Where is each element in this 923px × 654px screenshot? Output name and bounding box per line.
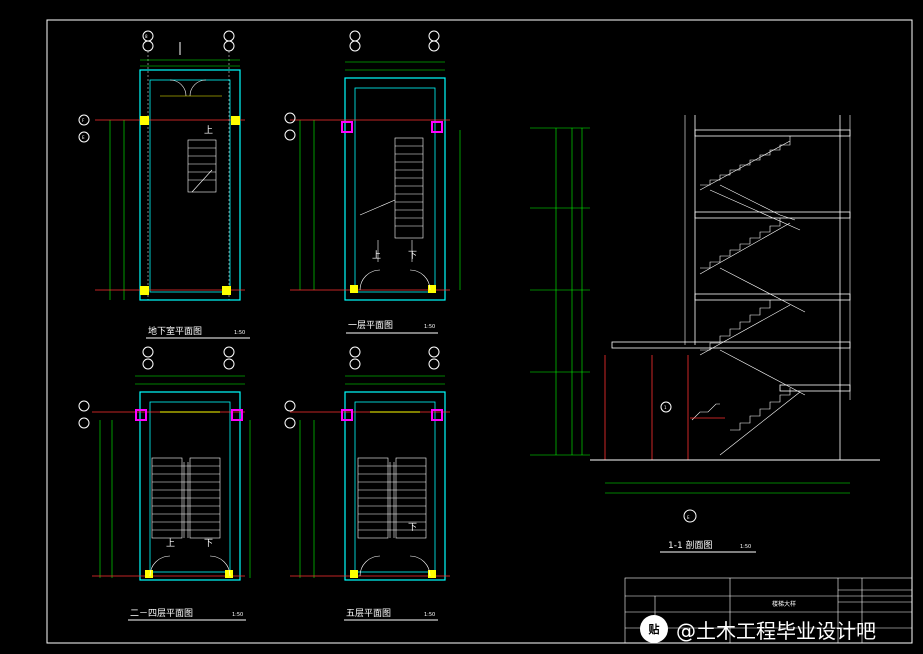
first-plan-title: 一层平面图 [348, 320, 393, 331]
basement-plan-scale: 1:50 [234, 330, 245, 336]
watermark-text: @土木工程毕业设计吧 [676, 618, 876, 643]
first-up-label: 上 [372, 250, 381, 261]
axis-bubble-10 [223, 30, 235, 42]
first-floor-plan: 上 下 一层平面图 1:50 [284, 30, 461, 334]
tieba-logo-icon: 贴 [640, 615, 668, 643]
section-title: 1-1 剖面图 [668, 539, 713, 551]
first-down-label: 下 [408, 251, 417, 261]
section-axis-e: E [687, 515, 690, 520]
second-fourth-plan-scale: 1:50 [232, 612, 243, 618]
section-scale: 1:50 [740, 544, 751, 550]
section-1-1: E 1-1 剖面图 1:50 1 [530, 115, 880, 553]
axis-bubble-9 [142, 40, 154, 52]
second-fourth-plan: 上 下 二－四层平面图 1:50 [78, 346, 251, 621]
axis-label-e: E [82, 135, 85, 140]
fifth-plan-scale: 1:50 [424, 612, 435, 618]
section-cut-mark: 1 [664, 405, 667, 410]
fifth-floor-plan: 下 五层平面图 1:50 [284, 346, 450, 621]
second-up-label: 上 [166, 538, 175, 549]
basement-plan: 8 上 [78, 30, 250, 339]
drawing-frame [46, 19, 913, 644]
second-fourth-plan-title: 二－四层平面图 [130, 608, 193, 619]
second-down-label: 下 [204, 539, 213, 549]
fifth-plan-title: 五层平面图 [346, 608, 391, 619]
basement-plan-title: 地下室平面图 [148, 325, 202, 337]
title-block [624, 577, 913, 644]
axis-label-f: F [82, 118, 85, 123]
basement-up-label: 上 [204, 125, 213, 136]
fifth-down-label: 下 [408, 523, 417, 533]
first-plan-scale: 1:50 [424, 324, 435, 330]
title-block-project: 楼梯大样 [772, 600, 796, 608]
axis-bubble-9b [223, 40, 235, 52]
watermark: 贴 @土木工程毕业设计吧 [640, 612, 920, 646]
axis-label-8: 8 [145, 34, 148, 39]
